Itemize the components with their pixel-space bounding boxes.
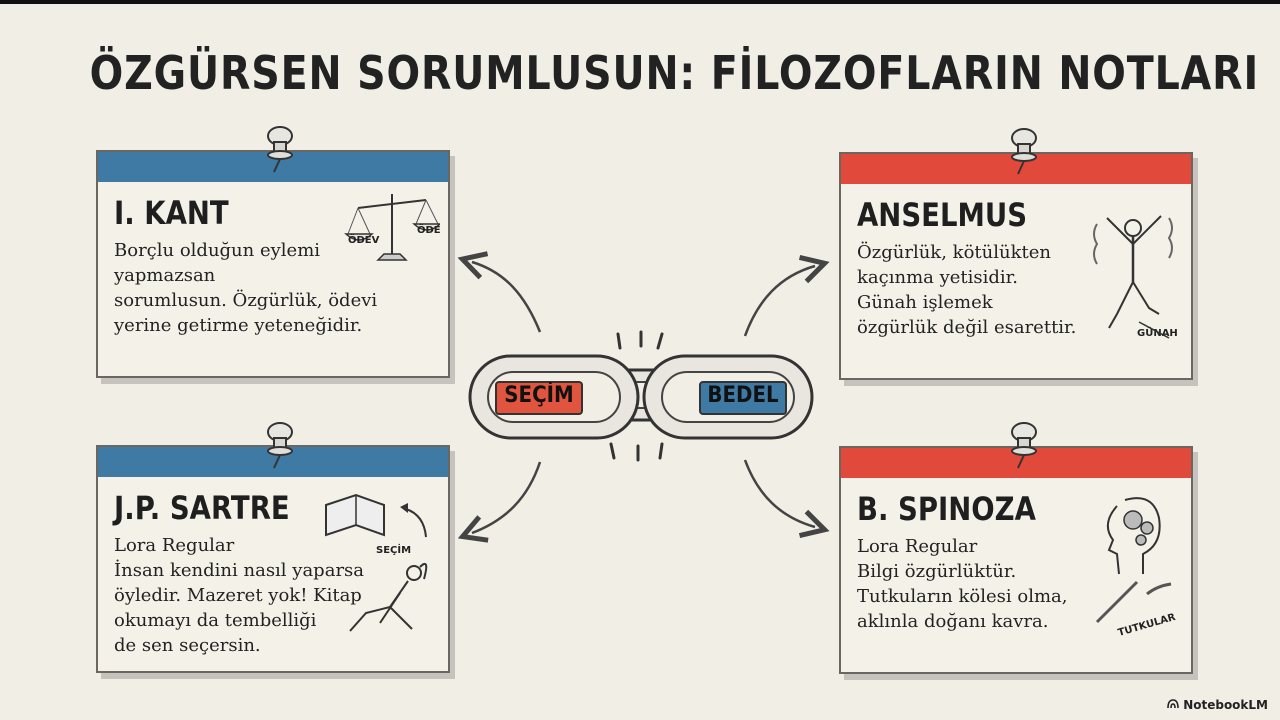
balance-scale-icon: ÖDEV ÖDEV <box>344 194 440 261</box>
arrow-to-anselmus <box>743 266 815 337</box>
page-title: ÖZGÜRSEN SORUMLUSUN: FİLOZOFLARIN NOTLAR… <box>89 46 1260 100</box>
scale-left-label: ÖDEV <box>348 232 380 246</box>
card-heading: J.P. SARTRE <box>114 489 290 527</box>
scale-right-label: ÖDEV <box>417 222 440 236</box>
pushpin-icon <box>267 126 293 173</box>
arrow-to-kant <box>472 262 542 333</box>
anselmus-card: ANSELMUS Özgürlük, kötülükten kaçınma ye… <box>839 152 1193 380</box>
spinoza-card: B. SPINOZA Lora Regular Bilgi özgürlüktü… <box>839 446 1193 674</box>
book-and-reclining-figure-icon: SEÇİM <box>325 493 428 632</box>
card-text: Özgürlük, kötülükten kaçınma yetisidir. … <box>857 242 1077 338</box>
arrow-to-sartre <box>472 461 542 533</box>
brand-label: NotebookLM <box>1183 698 1268 712</box>
choice-chain-label: SEÇİM <box>504 383 574 408</box>
choice-label: SEÇİM <box>376 542 411 556</box>
sartre-card: J.P. SARTRE Lora Regular İnsan kendini n… <box>96 445 450 673</box>
cost-chain-label: BEDEL <box>707 383 779 408</box>
kant-card: I. KANT Borçlu olduğun eylemi yapmazsan … <box>96 150 450 378</box>
card-text: Lora Regular Bilgi özgürlüktür. Tutkular… <box>857 536 1068 632</box>
card-text: Lora Regular İnsan kendini nasıl yaparsa… <box>114 535 365 656</box>
card-heading: B. SPINOZA <box>857 490 1036 528</box>
passions-label: TUTKULAR <box>1117 612 1177 639</box>
pushpin-icon <box>267 422 293 469</box>
card-heading: I. KANT <box>114 194 229 232</box>
card-heading: ANSELMUS <box>857 196 1028 234</box>
arrow-to-spinoza <box>743 459 815 527</box>
chain-link-icon <box>468 330 814 462</box>
brand-watermark: NotebookLM <box>1167 698 1268 712</box>
top-border <box>0 0 1280 4</box>
card-text: Borçlu olduğun eylemi yapmazsan sorumlus… <box>114 240 378 336</box>
notebooklm-icon <box>1167 698 1179 712</box>
broken-chain-figure-icon: GÜNAH <box>1093 215 1178 339</box>
head-gears-chain-icon: TUTKULAR <box>1095 497 1177 639</box>
pushpin-icon <box>1011 128 1037 175</box>
pushpin-icon <box>1011 422 1037 469</box>
